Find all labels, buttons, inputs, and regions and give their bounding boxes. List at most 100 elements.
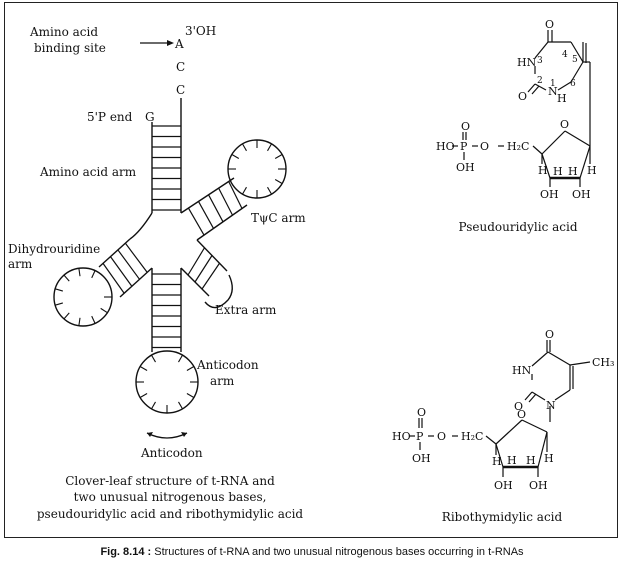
base-pair bbox=[63, 274, 70, 282]
base-pair bbox=[102, 263, 125, 294]
base-pair bbox=[186, 393, 195, 398]
ps-oh2: OH bbox=[572, 188, 591, 201]
base-c2: C bbox=[176, 83, 185, 97]
anticodon-arrow bbox=[146, 432, 188, 439]
figure-caption: Fig. 8.14 : Structures of t-RNA and two … bbox=[0, 546, 624, 558]
ps-n3: 3 bbox=[537, 56, 543, 66]
base-pair bbox=[267, 186, 272, 195]
left-caption-line-2: two unusual nitrogenous bases, bbox=[74, 490, 267, 504]
anticodon-arm-label-1: Anticodon bbox=[196, 358, 259, 372]
ps-p: P bbox=[460, 140, 468, 153]
ps-o-left: O bbox=[518, 90, 527, 103]
base-pair bbox=[274, 154, 283, 159]
trna-figure: Amino acid binding site 3'OH A C C 5'P e… bbox=[8, 18, 614, 524]
ps-o-link: O bbox=[480, 140, 489, 153]
base-pair bbox=[91, 315, 96, 324]
five-prime-label: 5'P end bbox=[87, 110, 133, 124]
ps-ring-o: O bbox=[560, 118, 569, 131]
base-pair bbox=[151, 354, 156, 363]
caption-text: Structures of t-RNA and two unusual nitr… bbox=[154, 546, 524, 558]
ps-ho: HO bbox=[436, 140, 455, 153]
base-pair bbox=[63, 312, 70, 320]
rt-h3: H bbox=[526, 454, 536, 467]
tpsic-arm-label: TψC arm bbox=[251, 211, 306, 225]
base-pair bbox=[231, 154, 240, 159]
rt-n: N bbox=[546, 399, 556, 412]
ribothymidylic-name: Ribothymidylic acid bbox=[442, 510, 563, 524]
base-pair bbox=[178, 354, 183, 363]
rt-ho: HO bbox=[392, 430, 411, 443]
base-pair bbox=[78, 268, 81, 277]
pseudouridylic-structure: O HN O N H 3 4 5 2 1 6 O HO P O H₂C OH O… bbox=[436, 18, 597, 234]
rt-ch3: CH₃ bbox=[592, 356, 614, 369]
base-pair bbox=[55, 302, 64, 306]
ps-n5: 5 bbox=[572, 55, 578, 65]
base-pair bbox=[228, 181, 243, 209]
rt-h2c: H₂C bbox=[461, 430, 483, 443]
ps-o-p: O bbox=[461, 120, 470, 133]
ps-n: N bbox=[548, 85, 558, 98]
rt-o-link: O bbox=[437, 430, 446, 443]
base-pair bbox=[201, 262, 220, 290]
anticodon-label: Anticodon bbox=[140, 446, 203, 460]
binding-site-label-2: binding site bbox=[34, 41, 106, 55]
base-pair bbox=[274, 179, 283, 184]
base-pair bbox=[55, 288, 64, 292]
ps-n6: 6 bbox=[570, 79, 576, 89]
base-pair bbox=[151, 401, 156, 410]
rt-oh2: OH bbox=[529, 479, 548, 492]
base-pair bbox=[242, 186, 247, 195]
base-pair bbox=[186, 366, 195, 371]
rt-ring-o: O bbox=[517, 408, 526, 421]
base-a: A bbox=[174, 37, 184, 51]
base-pair bbox=[194, 255, 213, 283]
base-pair bbox=[139, 366, 148, 371]
rt-p: P bbox=[416, 430, 424, 443]
pseudouridylic-name: Pseudouridylic acid bbox=[458, 220, 577, 234]
base-pair bbox=[124, 242, 148, 273]
ribothymidylic-structure: O HN CH₃ O N O HO P O H₂C OH O H H H H O… bbox=[392, 328, 614, 524]
base-pair bbox=[242, 143, 247, 152]
anticodon-arm-label-2: arm bbox=[210, 374, 235, 388]
base-pair bbox=[109, 256, 133, 287]
rt-o-top: O bbox=[545, 328, 554, 341]
left-caption-line-1: Clover-leaf structure of t-RNA and bbox=[65, 474, 275, 488]
ps-o-top: O bbox=[545, 18, 554, 31]
base-pair bbox=[91, 270, 96, 279]
amino-acid-arm-label: Amino acid arm bbox=[39, 165, 137, 179]
caption-label: Fig. 8.14 : bbox=[100, 546, 152, 558]
ps-h-n: H bbox=[557, 92, 567, 105]
base-pair bbox=[218, 187, 234, 216]
base-g: G bbox=[145, 110, 155, 124]
loop-bases bbox=[55, 140, 286, 413]
rt-h4: H bbox=[544, 452, 554, 465]
stem-base-pairs bbox=[102, 125, 243, 349]
rt-o-p: O bbox=[417, 406, 426, 419]
binding-site-label-1: Amino acid bbox=[29, 25, 98, 39]
base-pair bbox=[117, 249, 141, 280]
base-c1: C bbox=[176, 60, 185, 74]
ps-hn: HN bbox=[517, 56, 537, 69]
ps-n4: 4 bbox=[562, 50, 568, 60]
base-pair bbox=[267, 143, 272, 152]
ps-h2: H bbox=[553, 165, 563, 178]
ps-h2c: H₂C bbox=[507, 140, 529, 153]
base-pair bbox=[208, 194, 224, 223]
left-caption-line-3: pseudouridylic acid and ribothymidylic a… bbox=[37, 507, 304, 521]
base-pair bbox=[78, 317, 81, 326]
rt-oh1: OH bbox=[494, 479, 513, 492]
ps-h1: H bbox=[538, 164, 548, 177]
dihydrouridine-label-1: Dihydrouridine bbox=[8, 242, 100, 256]
base-pair bbox=[187, 247, 206, 276]
base-pair bbox=[178, 401, 183, 410]
rt-hn: HN bbox=[512, 364, 532, 377]
ps-h4: H bbox=[587, 164, 597, 177]
base-pair bbox=[100, 307, 108, 314]
base-pair bbox=[187, 207, 205, 236]
rt-h1: H bbox=[492, 455, 502, 468]
rt-o-left: O bbox=[514, 400, 523, 413]
dihydrouridine-label-2: arm bbox=[8, 257, 33, 271]
rt-oh-p: OH bbox=[412, 452, 431, 465]
ps-oh-p: OH bbox=[456, 161, 475, 174]
three-prime-label: 3'OH bbox=[185, 24, 216, 38]
